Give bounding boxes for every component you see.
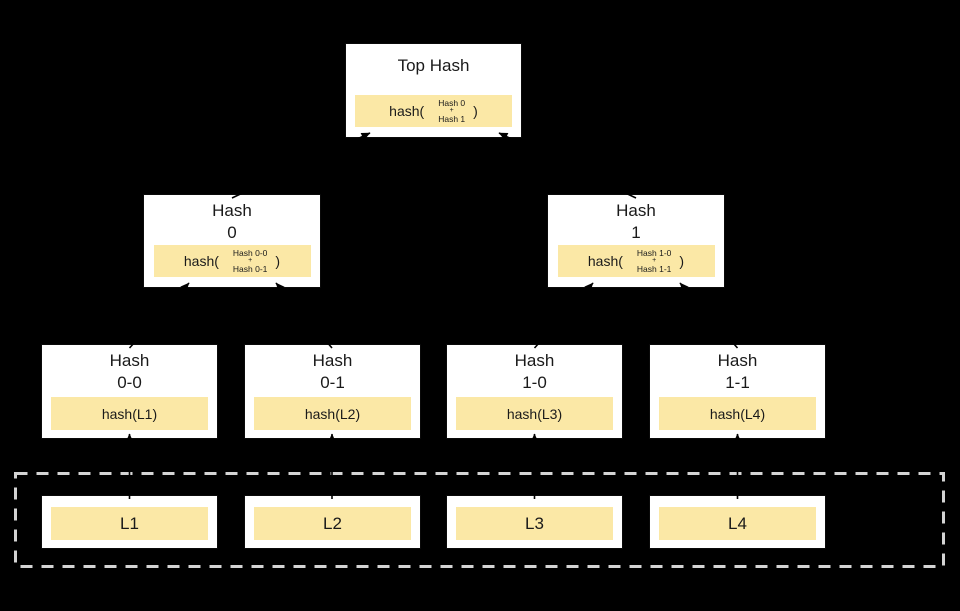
operand-2: Hash 0-1: [232, 264, 268, 274]
arrow-hash0-to-top-hash: [231, 132, 371, 199]
title-line-2: 0-1: [320, 373, 345, 392]
node-hash-1-0: Hash 1-0 hash(L3): [446, 344, 623, 439]
arrow-hash11-to-hash1: [679, 282, 739, 349]
hash-formula-chip: hash(L2): [254, 397, 411, 430]
node-top-hash: Top Hash hash( Hash 0 + Hash 1 ): [345, 43, 522, 138]
node-title: Hash 1: [616, 200, 656, 244]
operand-2: Hash 1-1: [636, 264, 672, 274]
node-hash-0: Hash 0 hash( Hash 0-0 + Hash 0-1 ): [143, 194, 321, 288]
title-line-1: Hash: [616, 201, 656, 220]
title-line-1: Hash: [717, 351, 758, 370]
title-line-2: 0: [227, 223, 237, 242]
hash-formula-chip: hash(L1): [51, 397, 208, 430]
arrow-hash00-to-hash0: [128, 282, 190, 349]
operand-2: Hash 1: [438, 114, 466, 124]
data-block-label: L3: [456, 507, 613, 540]
node-data-block-l3: L3: [446, 495, 623, 549]
hash-function-text: hash(: [183, 253, 219, 269]
title-line-2: 1-0: [522, 373, 547, 392]
close-paren-text: ): [679, 253, 685, 269]
title-line-2: 1-1: [725, 373, 750, 392]
hash-function-text: hash(: [389, 103, 425, 119]
node-data-block-l2: L2: [244, 495, 421, 549]
title-line-1: Hash: [109, 351, 150, 370]
hash-operands: Hash 0-0 + Hash 0-1: [233, 248, 268, 274]
data-block-label: L4: [659, 507, 816, 540]
node-title: Hash 1-0: [515, 350, 555, 394]
hash-formula-chip: hash( Hash 0 + Hash 1 ): [355, 95, 512, 127]
title-line-1: Hash: [514, 351, 555, 370]
data-block-label: L2: [254, 507, 411, 540]
operand-1: Hash 0-0: [232, 248, 268, 258]
node-hash-1-1: Hash 1-1 hash(L4): [649, 344, 826, 439]
hash-formula-chip: hash( Hash 0-0 + Hash 0-1 ): [153, 245, 311, 277]
title-line-2: 1: [631, 223, 641, 242]
hash-formula-chip: hash(L4): [659, 397, 816, 430]
hash-function-text: hash(: [587, 253, 623, 269]
node-title: Top Hash: [397, 56, 470, 75]
data-block-label: L1: [51, 507, 208, 540]
arrow-hash01-to-hash0: [275, 282, 333, 349]
close-paren-text: ): [275, 253, 281, 269]
node-title: Hash 0: [212, 200, 252, 244]
title-line-2: 0-0: [117, 373, 142, 392]
hash-formula-chip: hash( Hash 1-0 + Hash 1-1 ): [557, 245, 715, 277]
operand-1: Hash 0: [438, 98, 466, 108]
hash-operands: Hash 1-0 + Hash 1-1: [637, 248, 672, 274]
plus-operator: +: [449, 107, 454, 114]
node-hash-0-0: Hash 0-0 hash(L1): [41, 344, 218, 439]
node-hash-0-1: Hash 0-1 hash(L2): [244, 344, 421, 439]
title-line-1: Hash: [212, 201, 252, 220]
node-title: Hash 0-1: [313, 350, 353, 394]
node-data-block-l4: L4: [649, 495, 826, 549]
node-hash-1: Hash 1 hash( Hash 1-0 + Hash 1-1 ): [547, 194, 725, 288]
node-data-block-l1: L1: [41, 495, 218, 549]
hash-operands: Hash 0 + Hash 1: [438, 98, 465, 124]
arrow-hash10-to-hash1: [533, 282, 594, 349]
plus-operator: +: [652, 257, 657, 264]
node-title: Hash 0-0: [110, 350, 150, 394]
hash-formula-chip: hash(L3): [456, 397, 613, 430]
plus-operator: +: [248, 257, 253, 264]
node-title: Hash 1-1: [718, 350, 758, 394]
close-paren-text: ): [473, 103, 478, 119]
operand-1: Hash 1-0: [636, 248, 672, 258]
arrow-hash1-to-top-hash: [498, 132, 637, 199]
title-line-1: Hash: [312, 351, 353, 370]
